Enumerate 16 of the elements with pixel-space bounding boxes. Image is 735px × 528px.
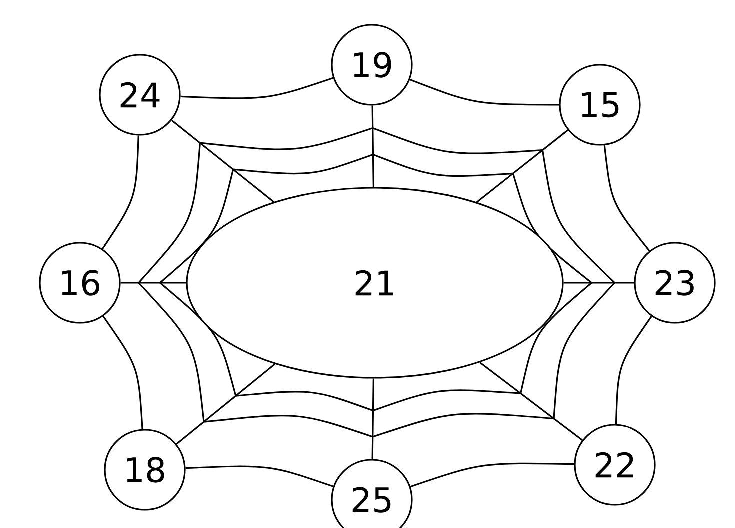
web-line (410, 78, 560, 106)
spoke-line (372, 106, 374, 188)
spoke-line (480, 362, 583, 441)
web-line (180, 77, 334, 100)
spoke-line (564, 282, 634, 284)
spoke-line (120, 282, 186, 284)
spoke-line (372, 378, 374, 460)
web-line (604, 145, 650, 252)
web-line (410, 462, 574, 488)
web-line (102, 316, 144, 430)
spoke-line (176, 364, 276, 445)
web-line (186, 466, 334, 488)
spoke-line (476, 130, 569, 203)
web-line (102, 136, 140, 250)
spoke-line (171, 120, 274, 203)
web-line (615, 316, 652, 424)
